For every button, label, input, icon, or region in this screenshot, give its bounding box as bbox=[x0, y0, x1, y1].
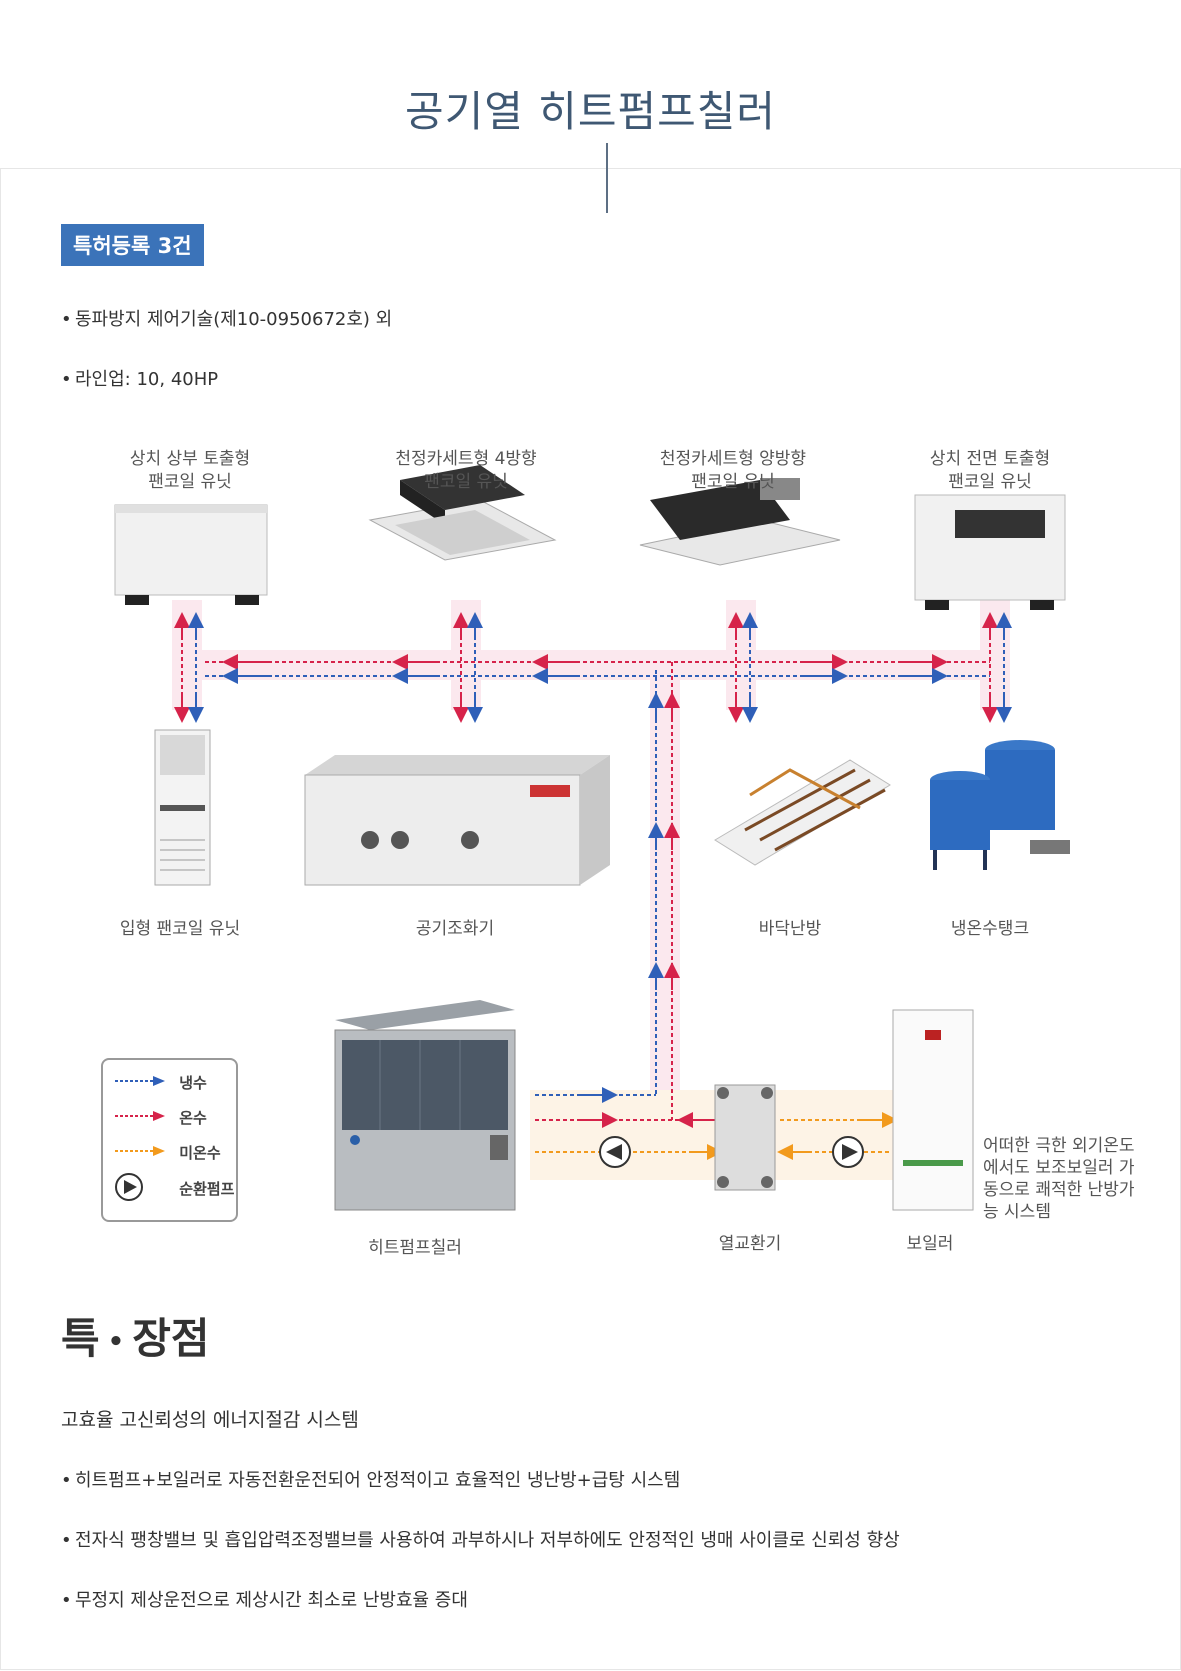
legend-item: 미온수 bbox=[113, 1142, 221, 1163]
legend-item: 온수 bbox=[113, 1107, 207, 1128]
cold-water-arrow-icon bbox=[115, 1076, 165, 1086]
pipe-band-drop bbox=[980, 600, 1010, 710]
hot-water-arrow-icon bbox=[115, 1111, 165, 1121]
unit-label: 히트펌프칠러 bbox=[368, 1238, 462, 1258]
pipe-band-vertical bbox=[650, 665, 680, 1130]
patent-badge: 특허등록 3건 bbox=[61, 224, 204, 266]
unit-label: 공기조화기 bbox=[415, 919, 495, 939]
legend-item: 순환펌프 bbox=[113, 1172, 234, 1206]
circulation-pump-icon bbox=[832, 1136, 864, 1168]
feature-item: •무정지 제상운전으로 제상시간 최소로 난방효율 증대 bbox=[61, 1590, 468, 1611]
air-handling-unit-icon bbox=[304, 755, 610, 886]
floor-front-fan-coil-icon bbox=[914, 494, 1066, 610]
unit-label: 열교환기 bbox=[718, 1234, 782, 1254]
lukewarm-water-arrow-icon bbox=[115, 1146, 165, 1156]
feature-item: •히트펌프+보일러로 자동전환운전되어 안정적이고 효율적인 냉난방+급탕 시스… bbox=[61, 1470, 681, 1491]
heat-exchanger-icon bbox=[714, 1084, 776, 1191]
floor-heating-icon bbox=[714, 759, 891, 866]
boiler-icon bbox=[892, 1009, 974, 1211]
feature-item: •전자식 팽창밸브 및 흡입압력조정밸브를 사용하여 과부하시나 저부하에도 안… bbox=[61, 1530, 900, 1551]
unit-label: 냉온수탱크 bbox=[950, 919, 1030, 939]
bullet-text: 동파방지 제어기술(제10-0950672호) 외 bbox=[75, 309, 393, 330]
circulation-pump-icon bbox=[599, 1136, 631, 1168]
boiler-note: 어떠한 극한 외기온도 에서도 보조보일러 가 동으로 쾌적한 난방가 능 시스… bbox=[983, 1136, 1135, 1223]
unit-label: 보일러 bbox=[906, 1234, 954, 1254]
bullet-text: 라인업: 10, 40HP bbox=[75, 369, 219, 390]
legend-item: 냉수 bbox=[113, 1072, 207, 1093]
features-title: 특•장점 bbox=[61, 1314, 210, 1363]
hot-cold-water-tank-icon bbox=[930, 740, 1070, 870]
bullet-item: •라인업: 10, 40HP bbox=[61, 369, 219, 390]
features-intro: 고효율 고신뢰성의 에너지절감 시스템 bbox=[61, 1409, 359, 1431]
bullet-item: •동파방지 제어기술(제10-0950672호) 외 bbox=[61, 309, 393, 330]
floor-top-fan-coil-icon bbox=[114, 504, 268, 605]
circulation-pump-icon bbox=[115, 1173, 143, 1201]
system-diagram bbox=[114, 465, 1070, 1211]
pipe-band-drop bbox=[726, 600, 756, 710]
unit-label: 바닥난방 bbox=[758, 919, 822, 939]
ceiling-cassette-4way-icon bbox=[368, 465, 557, 561]
heat-pump-chiller-icon bbox=[334, 1000, 516, 1211]
pipe-band-drop bbox=[172, 600, 202, 710]
page-title: 공기열 히트펌프칠러 bbox=[404, 87, 777, 136]
diagram-legend: 냉수 온수 미온수 순환펌프 bbox=[101, 1058, 238, 1222]
title-divider bbox=[606, 143, 608, 213]
ceiling-cassette-2way-icon bbox=[639, 478, 841, 566]
upright-fan-coil-icon bbox=[154, 729, 211, 886]
unit-label: 입형 팬코일 유닛 bbox=[119, 919, 241, 939]
pipe-band-drop bbox=[451, 600, 481, 710]
